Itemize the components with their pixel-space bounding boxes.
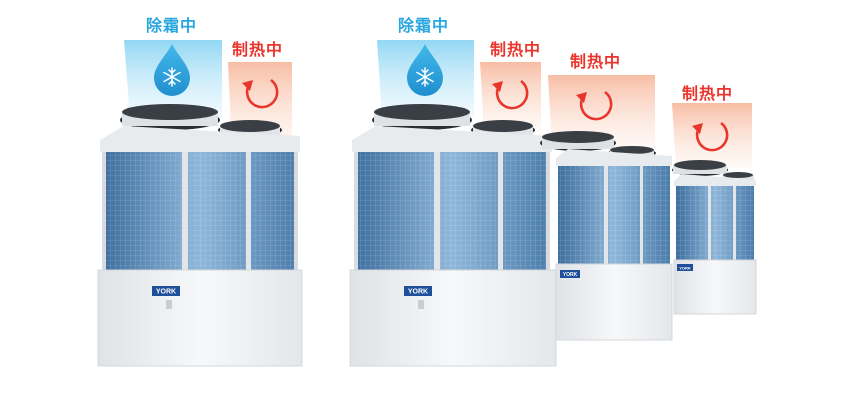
defrost-label: 除霜中 (398, 16, 450, 35)
brand-logo: YORK (156, 289, 176, 296)
heating-label: 制热中 (682, 84, 734, 103)
brand-logo: YORK (679, 266, 691, 271)
brand-logo: YORK (408, 289, 428, 296)
heating-label: 制热中 (232, 40, 284, 59)
heating-beam (480, 62, 541, 132)
outdoor-unit-5: YORK (540, 131, 673, 341)
heating-beam (672, 103, 752, 168)
heating-label: 制热中 (570, 52, 622, 71)
outdoor-unit-6: YORK (672, 160, 757, 315)
heating-label: 制热中 (490, 40, 542, 59)
outdoor-unit-3: YORK (349, 104, 557, 367)
outdoor-unit-1: YORK (97, 104, 303, 367)
defrost-label: 除霜中 (146, 16, 198, 35)
brand-logo: YORK (563, 272, 578, 278)
